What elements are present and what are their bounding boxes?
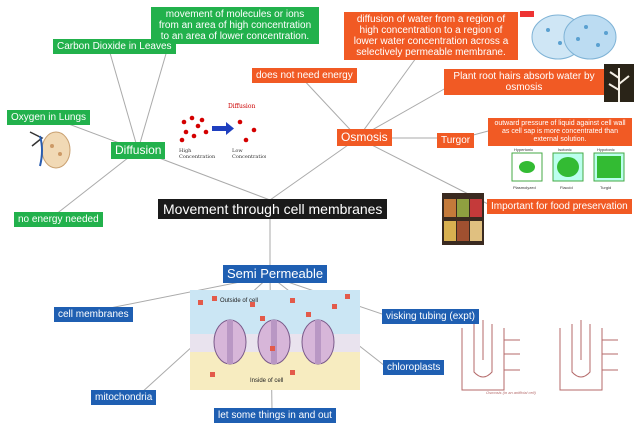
membrane-outside-label: Outside of cell	[220, 298, 258, 304]
osmosis-cell-image	[518, 5, 623, 67]
turgor-node[interactable]: Turgor	[437, 133, 475, 148]
visking-tubing-diagram: Osmosis (in an artificial cell)	[442, 320, 630, 396]
membrane-inside-label: Inside of cell	[250, 378, 283, 384]
turgor-definition[interactable]: outward pressure of liquid against cell …	[488, 118, 632, 146]
svg-text:Concentration: Concentration	[179, 154, 216, 160]
diffusion-diagram-title: Diffusion	[228, 103, 255, 110]
central-topic[interactable]: Movement through cell membranes	[158, 199, 388, 219]
diffusion-node[interactable]: Diffusion	[111, 142, 166, 159]
osmosis-caption: Osmosis (in an artificial cell)	[486, 390, 536, 395]
osmosis-definition[interactable]: diffusion of water from a region of high…	[344, 12, 518, 60]
preserved-jars-image	[442, 193, 484, 245]
root-hairs-node[interactable]: Plant root hairs absorb water by osmosis	[444, 69, 604, 95]
root-hairs-image	[604, 64, 634, 102]
co2-leaves-node[interactable]: Carbon Dioxide in Leaves	[53, 39, 176, 54]
semi-permeable-node[interactable]: Semi Permeable	[223, 265, 328, 283]
chloroplasts-node[interactable]: chloroplasts	[383, 360, 445, 375]
svg-text:Concentration: Concentration	[232, 154, 266, 160]
visking-tubing-node[interactable]: visking tubing (expt)	[382, 309, 479, 324]
diffusion-definition[interactable]: movement of molecules or ions from an ar…	[151, 7, 319, 44]
cell-membranes-node[interactable]: cell membranes	[54, 307, 133, 322]
svg-text:Turgid: Turgid	[600, 185, 611, 190]
svg-text:Hypotonic: Hypotonic	[597, 147, 615, 152]
let-some-things-node[interactable]: let some things in and out	[214, 408, 336, 423]
svg-text:Isotonic: Isotonic	[558, 147, 572, 152]
turgor-cells-image: Hypertonic Isotonic Hypotonic Plasmolyze…	[508, 145, 630, 193]
svg-text:Low: Low	[232, 148, 243, 154]
food-preservation-node[interactable]: Important for food preservation	[487, 199, 632, 214]
oxygen-lungs-node[interactable]: Oxygen in Lungs	[7, 110, 91, 125]
diffusion-diagram: Diffusion High Concentration Low Concent…	[176, 100, 266, 162]
mitochondria-node[interactable]: mitochondria	[91, 390, 157, 405]
does-not-need-energy-node[interactable]: does not need energy	[252, 68, 357, 83]
svg-text:Hypertonic: Hypertonic	[514, 147, 533, 152]
membrane-diagram: Outside of cell Inside of cell	[190, 290, 360, 390]
no-energy-needed-node[interactable]: no energy needed	[14, 212, 103, 227]
osmosis-node[interactable]: Osmosis	[337, 129, 392, 146]
svg-text:Flaccid: Flaccid	[560, 185, 573, 190]
svg-text:Plasmolyzed: Plasmolyzed	[513, 185, 536, 190]
lungs-image	[22, 126, 74, 172]
svg-text:High: High	[179, 148, 192, 154]
